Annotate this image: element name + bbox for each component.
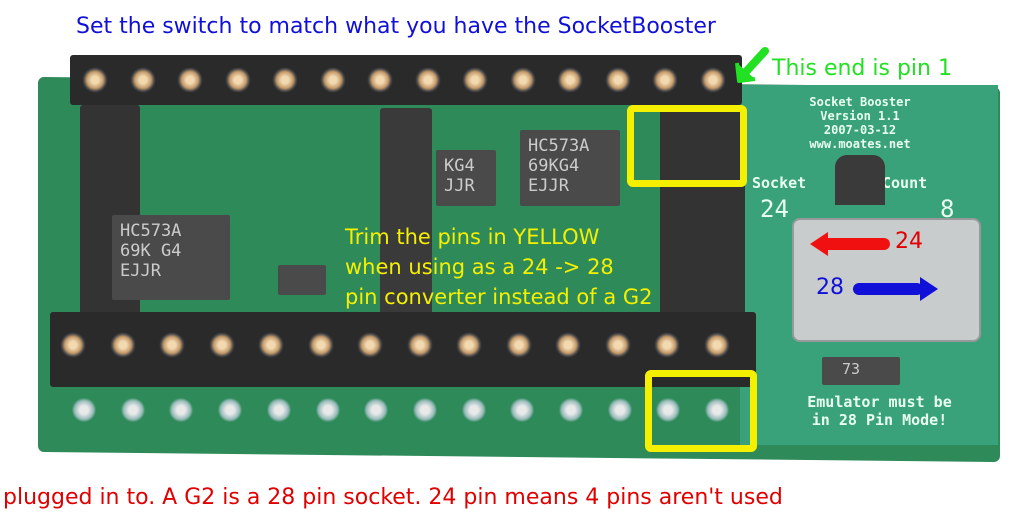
silk-24: 24 (760, 195, 789, 223)
pin (315, 398, 340, 422)
chip-text: 69KG4 (528, 156, 580, 176)
pin (656, 398, 681, 422)
arrowhead-left-icon (810, 232, 828, 256)
trim-line: when using as a 24 -> 28 (345, 255, 614, 279)
emulator-note: Emulator must be in 28 Pin Mode! (772, 393, 987, 429)
chip-text: EJJR (528, 176, 569, 196)
chip-hc573a-right: HC573A 69KG4 EJJR (520, 130, 620, 206)
pin (258, 332, 284, 358)
silk-line: Version 1.1 (820, 109, 900, 123)
chip-text: EJJR (120, 261, 161, 281)
pin (557, 67, 583, 93)
pin (82, 67, 108, 93)
pin (555, 332, 581, 358)
pin (699, 67, 726, 93)
yellow-highlight-bottom (645, 370, 757, 452)
pin (412, 398, 437, 422)
pin (364, 398, 389, 422)
chip-text: KG4 (444, 156, 475, 176)
annotation-pin1: This end is pin 1 (772, 56, 952, 81)
silk-line: 2007-03-12 (823, 123, 897, 137)
silk-socket: Socket (752, 174, 807, 192)
label-24: 24 (895, 229, 923, 254)
pin (509, 67, 536, 93)
annotation-bottom: plugged in to. A G2 is a 28 pin socket. … (3, 485, 783, 510)
pin (218, 398, 243, 422)
pin (604, 332, 631, 358)
pin (266, 398, 291, 422)
top-header-strip (70, 55, 742, 105)
pin (319, 67, 346, 93)
socket-frame-right (660, 108, 745, 320)
chip-text: 69K G4 (120, 241, 182, 261)
pin (129, 67, 156, 93)
annotation-top: Set the switch to match what you have th… (76, 14, 716, 39)
socket-frame-mid (380, 108, 432, 320)
pin (307, 332, 334, 358)
pin (109, 332, 136, 358)
bottom-pin-row (60, 392, 760, 432)
pin (357, 332, 383, 358)
pin (60, 332, 86, 358)
pin (505, 332, 532, 358)
silk-count: Count (882, 174, 928, 192)
pin (456, 332, 482, 358)
yellow-highlight-top (627, 105, 747, 187)
pin (177, 67, 203, 93)
pin (120, 398, 145, 422)
pin (414, 67, 441, 93)
pin (654, 332, 680, 358)
pin (406, 332, 433, 358)
label-28: 28 (816, 275, 844, 300)
pin (607, 398, 632, 422)
pin (510, 398, 535, 422)
chip-text: HC573A (120, 221, 182, 241)
pin1-arrow-icon (735, 47, 769, 83)
silk-line: in 28 Pin Mode! (811, 411, 948, 429)
pin (169, 398, 194, 422)
smd-component: 73 (822, 357, 900, 385)
pin (208, 332, 235, 358)
pin (272, 67, 298, 93)
arrow-right-blue (853, 283, 923, 295)
trim-line: Trim the pins in YELLOW (345, 225, 600, 249)
pin (367, 67, 393, 93)
trim-line: pin converter instead of a G2 (345, 285, 653, 309)
chip-hc573a-left: HC573A 69K G4 EJJR (112, 215, 230, 300)
arrowhead-right-icon (920, 277, 938, 301)
chip-text: HC573A (528, 136, 590, 156)
pin (461, 398, 486, 422)
chip-middle: KG4 JJR (436, 150, 496, 206)
arrow-left-red (820, 238, 890, 250)
pin (559, 398, 583, 422)
silk-line: Socket Booster (809, 95, 911, 109)
pin (652, 67, 678, 93)
bottom-socket-strip (50, 312, 756, 387)
silk-line: www.moates.net (809, 137, 911, 151)
pin (604, 67, 631, 93)
pin (72, 398, 96, 422)
pin (224, 67, 251, 93)
silk-8: 8 (940, 195, 955, 223)
small-ic (278, 265, 326, 295)
silk-line: Emulator must be (807, 393, 952, 411)
silkscreen-title: Socket Booster Version 1.1 2007-03-12 ww… (745, 95, 975, 151)
pin (462, 67, 488, 93)
annotation-trim: Trim the pins in YELLOW when using as a … (345, 222, 653, 312)
pin (159, 332, 185, 358)
pin (703, 332, 730, 358)
switch-lever[interactable] (835, 155, 885, 205)
chip-text: JJR (444, 176, 475, 196)
pin (705, 398, 730, 422)
